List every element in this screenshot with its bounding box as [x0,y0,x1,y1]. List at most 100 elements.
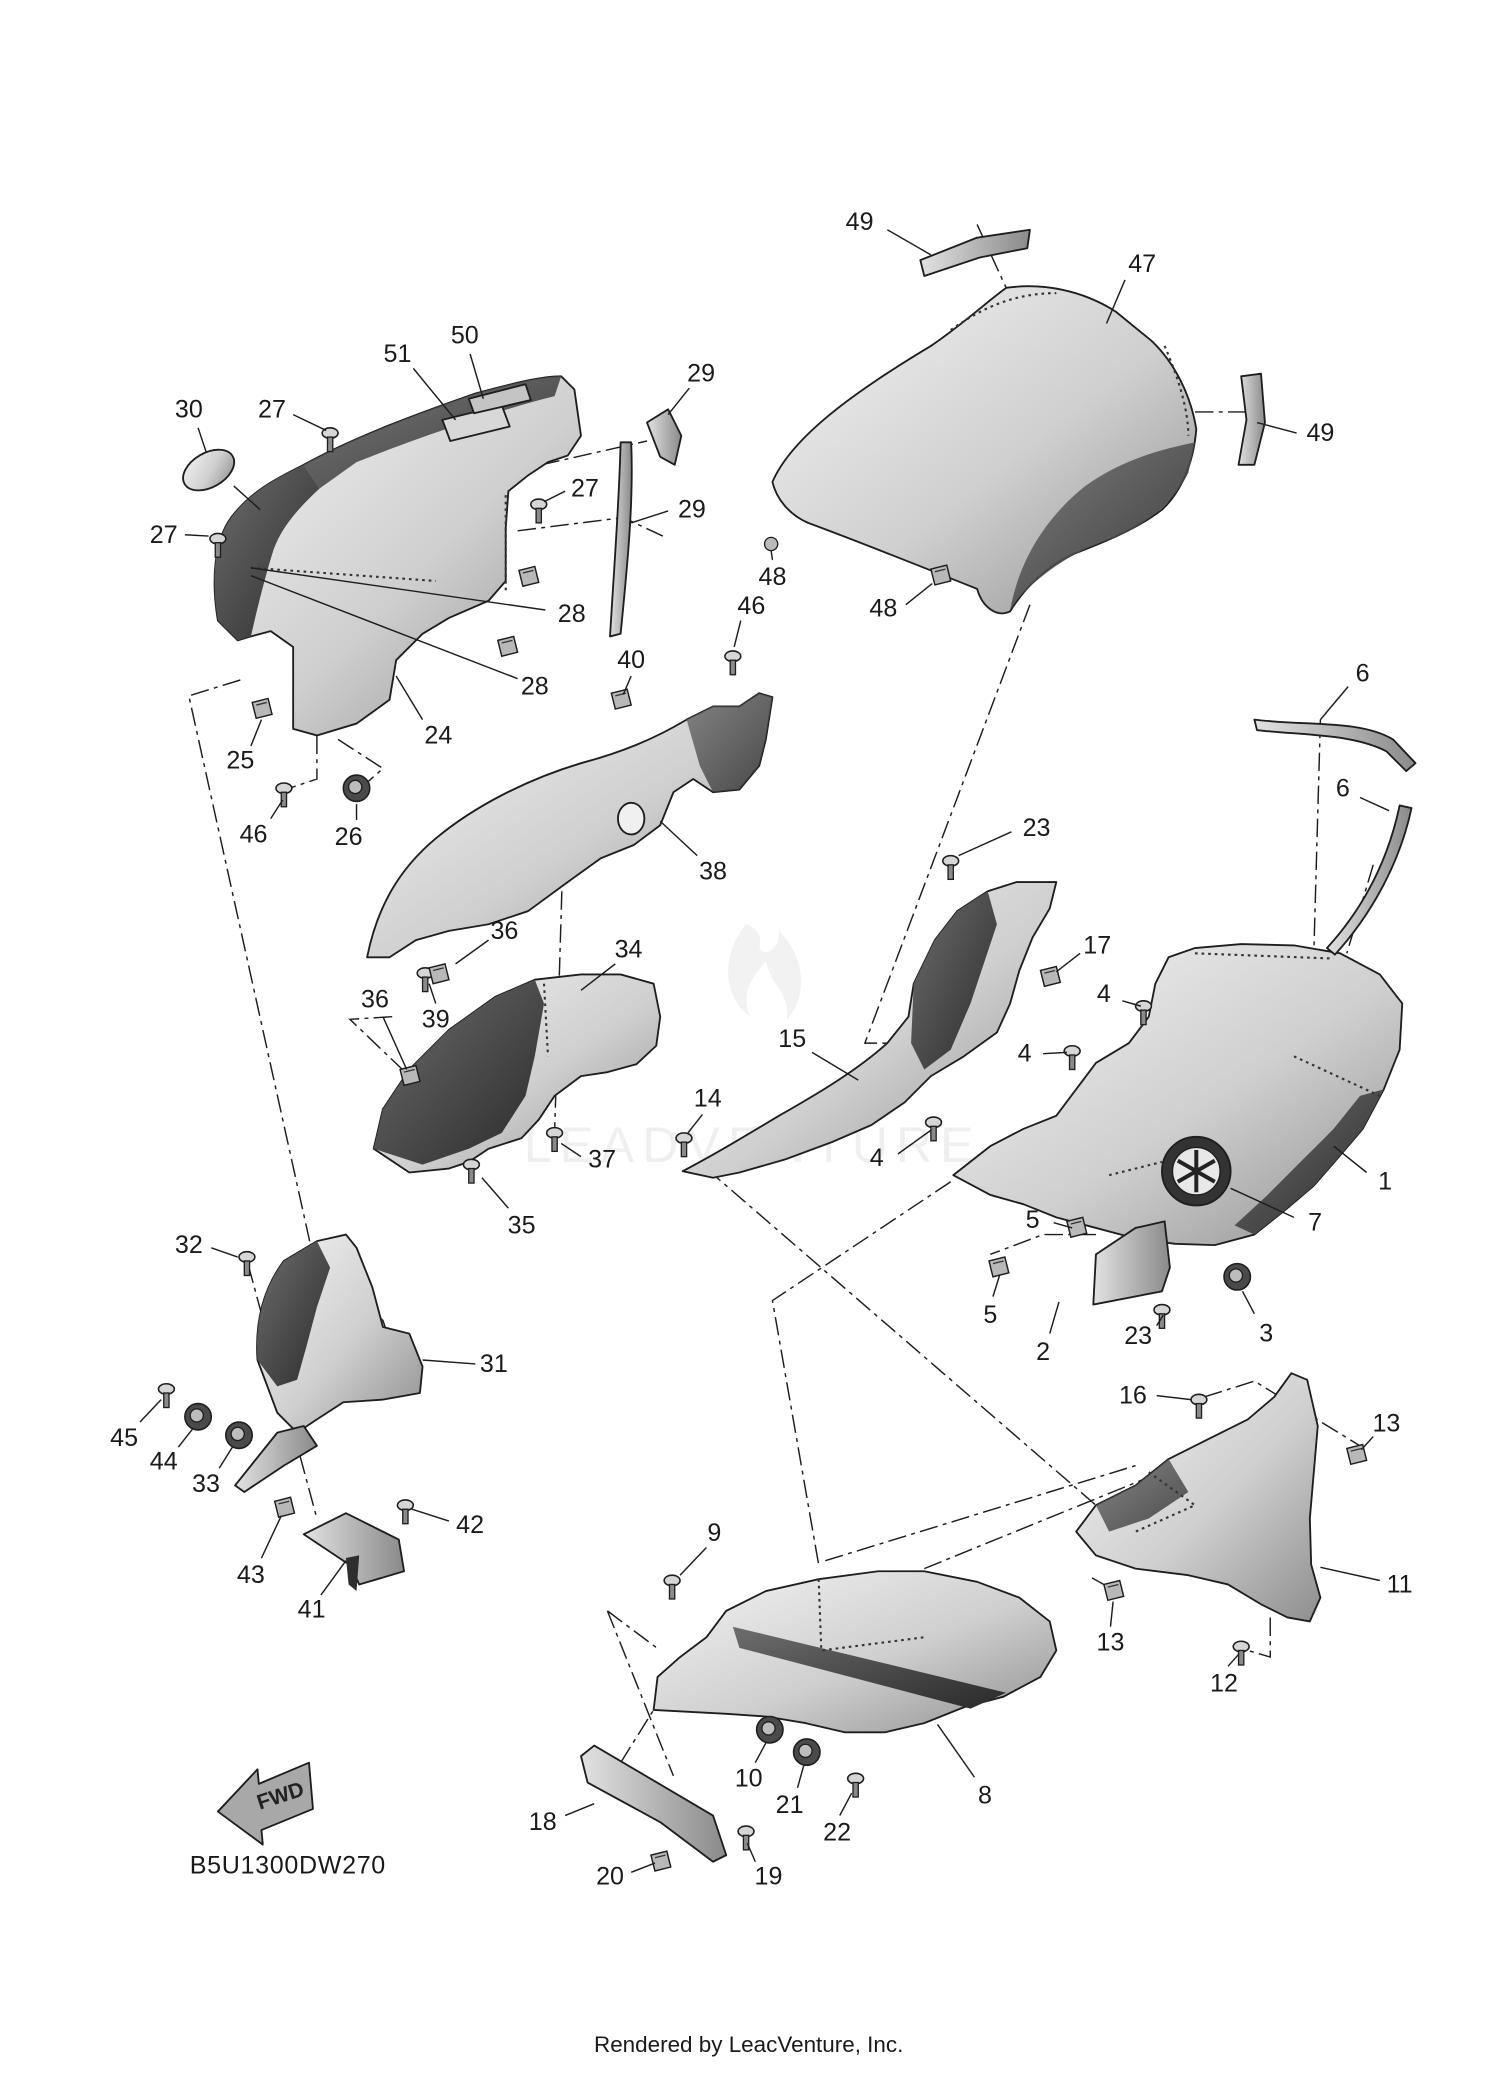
callout-42: 42 [456,1511,484,1539]
part-33-grommet [225,1421,254,1450]
callout-9: 9 [707,1519,721,1547]
part-50-label [467,383,532,415]
callout-38: 38 [699,857,727,885]
diagram-code: B5U1300DW270 [190,1852,386,1880]
callout-33: 33 [192,1470,220,1498]
part-15-side-rail [681,881,1058,1179]
part-8-outline [652,1570,1058,1734]
part-36-clip [428,963,450,985]
part-18-bracket [580,1744,728,1863]
callout-35: 35 [508,1211,536,1239]
callout-4: 4 [870,1144,884,1172]
callout-19: 19 [755,1862,783,1890]
callout-36: 36 [490,917,518,945]
part-2-bracket [1092,1220,1171,1306]
callout-37: 37 [588,1145,616,1173]
part-3-grommet [1223,1262,1252,1291]
part-25-clip [251,697,273,720]
callout-50: 50 [451,321,479,349]
part-38-hole [617,801,646,836]
arrow-left-icon [216,1761,314,1846]
callout-3: 3 [1259,1320,1273,1348]
callout-5: 5 [983,1301,997,1329]
part-6-strip-lower [1326,804,1413,956]
part-1-shadow [1234,1089,1384,1235]
part-8-stitching [817,1579,925,1652]
part-15-shadow [911,891,997,1070]
callout-27: 27 [258,395,286,423]
part-31-tab [234,1425,318,1493]
part-13-clip [1103,1579,1125,1602]
part-43-clip [273,1496,296,1518]
part-32-screw [238,1250,256,1277]
footer-credit: Rendered by LeacVenture, Inc. [594,2032,903,2057]
part-48-clip [763,536,779,552]
callout-34: 34 [615,935,643,963]
part-28-clip [497,635,519,657]
callout-7: 7 [1308,1209,1322,1237]
part-24-stitching [250,495,507,595]
part-11-outline [1075,1372,1322,1623]
part-47-outline [771,285,1198,615]
callout-41: 41 [298,1596,326,1624]
callout-18: 18 [529,1808,557,1836]
part-24-shadow-left [214,464,320,641]
part-27-screw [530,498,548,524]
watermark-flame-icon [728,924,802,1020]
callout-32: 32 [175,1231,203,1259]
part-17-clip [1039,965,1062,988]
part-8-lower-cowl [652,1570,1058,1734]
callout-47: 47 [1128,250,1156,278]
callout-16: 16 [1119,1382,1147,1410]
part-23-bolt [941,854,960,881]
part-38-outline [366,692,774,959]
part-26-grommet [342,774,371,803]
callout-21: 21 [776,1791,804,1819]
part-49-strip-top [919,228,1031,277]
part-4-screw [1063,1044,1081,1071]
callout-49: 49 [846,208,874,236]
callout-31: 31 [480,1350,508,1378]
callout-46: 46 [737,592,765,620]
callout-10: 10 [735,1765,763,1793]
callout-15: 15 [778,1025,806,1053]
callout-27: 27 [150,521,178,549]
part-31-lower-bracket [234,1233,424,1493]
part-24-upper-cowl [213,375,582,737]
part-48-clip [930,564,952,586]
callout-43: 43 [237,1561,265,1589]
part-29-strip-short [646,408,683,466]
part-1-stitching [1108,952,1381,1177]
callout-12: 12 [1210,1669,1238,1697]
callout-17: 17 [1083,931,1111,959]
part-12-bolt [1232,1640,1250,1666]
part-41-flange [345,1555,360,1592]
part-16-screw [1190,1393,1208,1419]
part-22-bolt [846,1772,865,1798]
callout-23: 23 [1023,814,1051,842]
part-47-seat-cowl [763,285,1198,615]
callout-8: 8 [978,1782,992,1810]
part-34-panel [372,973,662,1174]
callout-48: 48 [869,595,897,623]
part-10-grommet [755,1715,784,1744]
callout-49: 49 [1306,419,1334,447]
part-44-grommet [184,1402,213,1431]
part-36-clip [399,1064,421,1087]
callout-28: 28 [521,673,549,701]
callout-40: 40 [617,646,645,674]
part-46-bolt [275,782,293,808]
callout-4: 4 [1097,980,1111,1008]
part-19-screw [737,1825,755,1851]
leader-lines [139,229,1390,1873]
callout-24: 24 [424,721,452,749]
part-35-bolt [462,1158,481,1184]
callout-14: 14 [694,1085,722,1113]
callout-48: 48 [758,563,786,591]
callout-26: 26 [335,823,363,851]
tuning-fork-icon [1176,1150,1216,1193]
forward-direction-arrow: FWD [216,1761,314,1846]
part-21-grommet [792,1738,821,1767]
